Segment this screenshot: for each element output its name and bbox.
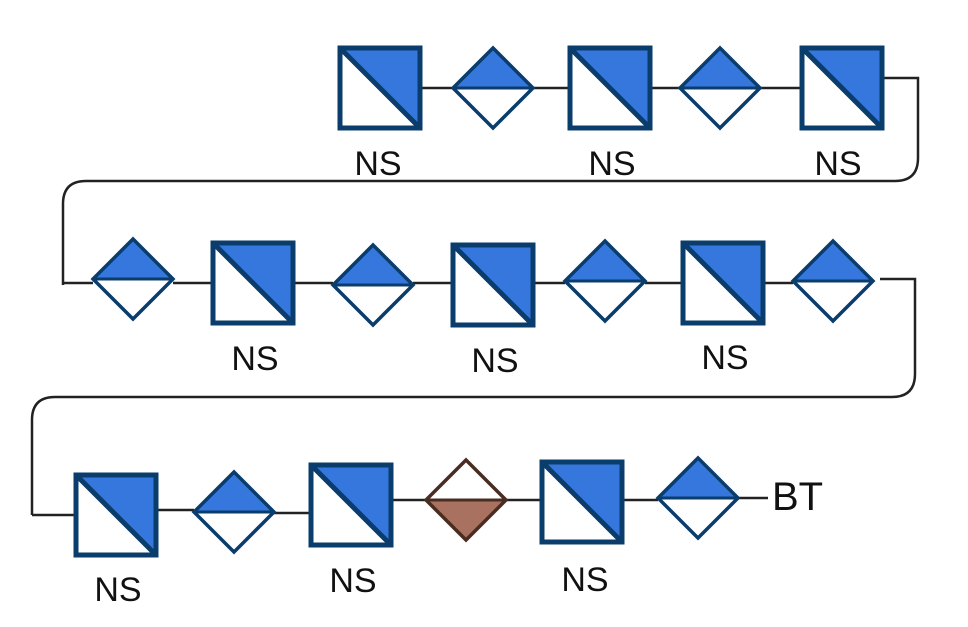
diamond-outline	[423, 457, 509, 543]
diamond-filled-half	[658, 458, 738, 498]
label-bt: BT	[772, 475, 823, 519]
row-2-diamond-3	[330, 242, 416, 328]
label-ns-1: NS	[354, 145, 401, 183]
label-ns-8: NS	[329, 562, 376, 600]
diamond-outline	[790, 238, 876, 324]
diamond-white-half	[793, 281, 873, 321]
diamond-white-half	[93, 279, 173, 319]
diamond-white-half	[426, 460, 506, 500]
label-ns-9: NS	[561, 561, 608, 599]
square-diagonal	[800, 46, 884, 130]
label-ns-5: NS	[471, 342, 518, 380]
row-1-square-3	[567, 45, 653, 131]
square-outline	[308, 462, 394, 548]
diamond-white-half	[333, 285, 413, 325]
square-outline	[680, 240, 766, 326]
diamond-filled-half	[793, 241, 873, 281]
diamond-white-half	[194, 512, 274, 552]
square-diagonal	[74, 473, 158, 557]
square-diagonal	[451, 243, 535, 327]
row-2-diamond-7	[790, 238, 876, 324]
row-1-diamond-2	[450, 45, 536, 131]
label-ns-2: NS	[588, 145, 635, 183]
row-2-diamond-5	[562, 238, 648, 324]
label-ns-6: NS	[701, 339, 748, 377]
diamond-outline	[562, 238, 648, 324]
row-2-square-6	[680, 240, 766, 326]
diamond-outline	[330, 242, 416, 328]
diamond-filled-half	[333, 245, 413, 285]
square-diagonal	[681, 241, 765, 325]
diamond-filled-half	[194, 472, 274, 512]
diamond-outline	[655, 455, 741, 541]
square-diagonal	[309, 463, 393, 547]
row-3-square-3	[308, 462, 394, 548]
square-outline	[73, 472, 159, 558]
label-ns-4: NS	[231, 340, 278, 378]
row-2-square-2	[210, 240, 296, 326]
row-3-square-1	[73, 472, 159, 558]
diamond-white-half	[658, 498, 738, 538]
connector-lines	[30, 76, 920, 517]
diamond-outline	[90, 236, 176, 322]
diamond-filled-half	[680, 48, 760, 88]
square-outline	[567, 45, 653, 131]
square-diagonal	[211, 241, 295, 325]
square-diagonal	[540, 460, 624, 544]
square-outline	[337, 45, 423, 131]
diamond-white-half	[453, 88, 533, 128]
row-2-square-4	[450, 242, 536, 328]
symbol-nodes	[73, 45, 885, 558]
connector-13	[30, 277, 917, 515]
square-outline	[539, 459, 625, 545]
diamond-outline	[450, 45, 536, 131]
diamond-white-half	[680, 88, 760, 128]
diamond-filled-half	[93, 239, 173, 279]
square-diagonal	[338, 46, 422, 130]
diamond-white-half	[565, 281, 645, 321]
diamond-outline	[191, 469, 277, 555]
diamond-outline	[677, 45, 763, 131]
row-3-square-5	[539, 459, 625, 545]
row-1-square-5	[799, 45, 885, 131]
square-outline	[799, 45, 885, 131]
square-outline	[450, 242, 536, 328]
connector-5	[61, 76, 920, 285]
diamond-brown-half	[426, 500, 506, 540]
label-ns-3: NS	[814, 145, 861, 183]
diamond-filled-half	[453, 48, 533, 88]
row-1-square-1	[337, 45, 423, 131]
row-2-diamond-1	[90, 236, 176, 322]
row-3-diamond-brown-4	[423, 457, 509, 543]
row-3-diamond-6	[655, 455, 741, 541]
diamond-filled-half	[565, 241, 645, 281]
row-3-diamond-2	[191, 469, 277, 555]
square-outline	[210, 240, 296, 326]
label-ns-7: NS	[94, 571, 141, 609]
square-diagonal	[568, 46, 652, 130]
node-labels: NS NS NS NS NS NS NS NS NS BT	[94, 145, 861, 609]
row-1-diamond-4	[677, 45, 763, 131]
